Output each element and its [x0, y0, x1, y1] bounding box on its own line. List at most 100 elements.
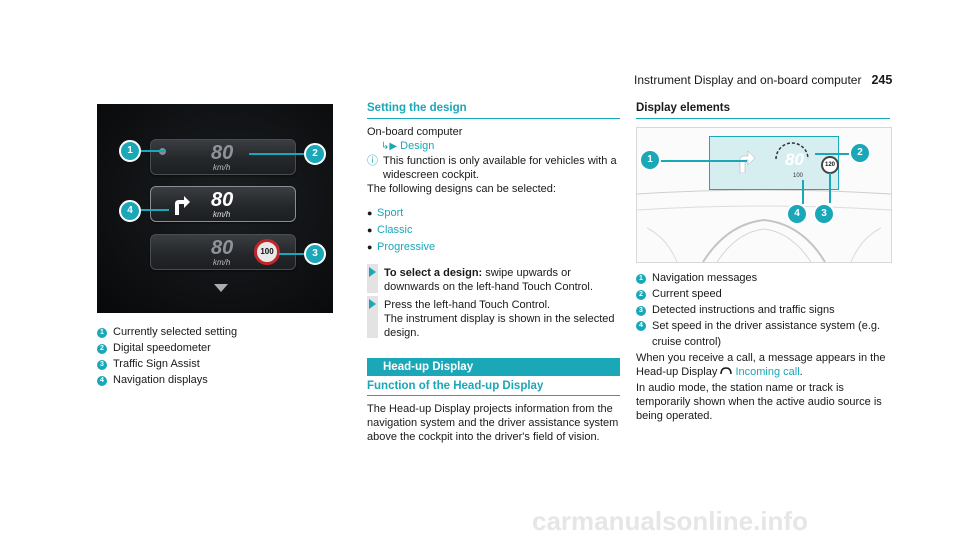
legend-item: 1 Navigation messages [636, 270, 896, 286]
menu-path-item: ↳▶ Design [367, 139, 622, 154]
legend-text: Detected instructions and traffic signs [652, 304, 835, 316]
legend-item: 2 Current speed [636, 286, 896, 302]
incoming-call-link[interactable]: Incoming call [735, 366, 800, 378]
callout-line [815, 153, 853, 155]
legend-text: Digital speedometer [113, 342, 211, 354]
hud-current-speed: 80 [785, 150, 804, 169]
call-info: When you receive a call, a message appea… [636, 352, 886, 378]
design-panel-1: 80 km/h [150, 139, 296, 175]
note-text: This function is only available for vehi… [383, 155, 617, 181]
legend-number: 3 [636, 306, 646, 316]
left-figure-legend: 1 Currently selected setting 2 Digital spe… [97, 324, 337, 388]
callout-line [279, 253, 307, 255]
speed-limit-sign-icon: 100 [254, 239, 280, 265]
design-option-sport[interactable]: Sport [377, 207, 404, 219]
section-rule [636, 118, 890, 119]
right-figure-legend: 1 Navigation messages 2 Current speed 3 Det… [636, 270, 896, 350]
legend-number: 2 [97, 344, 107, 354]
legend-number: 4 [97, 376, 107, 386]
step-select-design: To select a design: swipe upwards or dow… [384, 266, 624, 294]
navigation-arrow-icon [739, 150, 756, 173]
designs-intro: The following designs can be selected: [367, 183, 556, 195]
speed-unit: km/h [213, 258, 231, 267]
step-arrow-icon [369, 267, 376, 277]
legend-number: 2 [636, 290, 646, 300]
list-item: ●Sport [367, 207, 404, 219]
step-label: To select a design: [384, 267, 483, 279]
callout-line [135, 150, 165, 152]
callout-2: 2 [849, 142, 871, 164]
phone-icon [720, 367, 733, 375]
hud-traffic-sign-icon: 120 [821, 156, 839, 174]
page-number: 245 [871, 73, 893, 87]
callout-4: 4 [119, 200, 141, 222]
callout-line [829, 173, 831, 203]
callout-line [249, 153, 307, 155]
design-option-progressive[interactable]: Progressive [377, 241, 436, 253]
legend-item: 1 Currently selected setting [97, 324, 337, 340]
step-press-control: Press the left-hand Touch Control. The i… [384, 298, 624, 340]
list-item: ●Classic [367, 224, 413, 236]
function-title: Function of the Head-up Display [367, 380, 544, 392]
page-header: Instrument Display and on-board computer… [634, 73, 892, 87]
callout-line [655, 160, 747, 162]
instrument-design-figure: 80 km/h 80 km/h 80 km/h 100 1 2 3 4 [97, 104, 333, 313]
legend-item: 3 Detected instructions and traffic signs [636, 302, 896, 318]
speed-arc-icon [775, 142, 809, 160]
legend-item: 4 Navigation displays [97, 372, 337, 388]
callout-line [135, 209, 169, 211]
legend-item: 4 Set speed in the driver assistance syst… [636, 318, 896, 350]
legend-number: 3 [97, 360, 107, 370]
legend-item: 2 Digital speedometer [97, 340, 337, 356]
section-rule [367, 395, 620, 396]
list-item: ●Progressive [367, 241, 436, 253]
legend-number: 4 [636, 321, 646, 331]
hud-projection [709, 136, 839, 190]
callout-4: 4 [786, 203, 808, 225]
hud-set-speed: 100 [793, 173, 804, 179]
design-option-classic[interactable]: Classic [377, 224, 413, 236]
step-text: swipe upwards or downwards on the left-h… [384, 267, 593, 293]
hud-section-bar: Head-up Display [367, 358, 620, 376]
info-icon: ⓘ [367, 155, 378, 167]
legend-text: Current speed [652, 288, 722, 300]
scroll-down-icon [214, 284, 228, 292]
call-text: When you receive a call, a message appea… [636, 352, 886, 378]
dashboard-drawing [637, 189, 891, 262]
step-marker [367, 296, 378, 338]
speed-value: 80 [211, 142, 234, 164]
step-arrow-icon [369, 299, 376, 309]
legend-number: 1 [97, 328, 107, 338]
watermark: carmanualsonline.info [532, 506, 808, 536]
menu-path-root: On-board computer [367, 126, 463, 138]
legend-text: Navigation displays [113, 374, 208, 386]
legend-text: Traffic Sign Assist [113, 358, 200, 370]
step-marker [367, 264, 378, 293]
turn-arrow-icon [175, 196, 190, 215]
callout-line [802, 180, 804, 204]
legend-item: 3 Traffic Sign Assist [97, 356, 337, 372]
callout-3: 3 [304, 243, 326, 265]
speed-value: 80 [211, 237, 234, 259]
design-panel-2: 80 km/h [150, 186, 296, 222]
legend-number: 1 [636, 274, 646, 284]
submenu-arrow-icon: ↳▶ [381, 141, 398, 152]
callout-1: 1 [119, 140, 141, 162]
speed-unit: km/h [213, 163, 231, 172]
speed-value: 80 [211, 189, 234, 211]
callout-3: 3 [813, 203, 835, 225]
section-rule [367, 118, 620, 119]
function-text: The Head-up Display projects information… [367, 403, 619, 443]
speed-unit: km/h [213, 210, 231, 219]
audio-info: In audio mode, the station name or track… [636, 382, 882, 422]
step-text: Press the left-hand Touch Control. [384, 299, 551, 311]
legend-text: Set speed in the driver assistance syste… [652, 320, 881, 348]
section-title-setting-design: Setting the design [367, 102, 467, 114]
display-elements-title: Display elements [636, 102, 730, 114]
design-panel-3: 80 km/h 100 [150, 234, 296, 270]
hud-figure: 80 120 100 1 2 3 4 [636, 127, 892, 263]
legend-text: Currently selected setting [113, 326, 238, 338]
menu-path-design[interactable]: Design [400, 140, 435, 152]
callout-1: 1 [639, 149, 661, 171]
legend-text: Navigation messages [652, 272, 758, 284]
